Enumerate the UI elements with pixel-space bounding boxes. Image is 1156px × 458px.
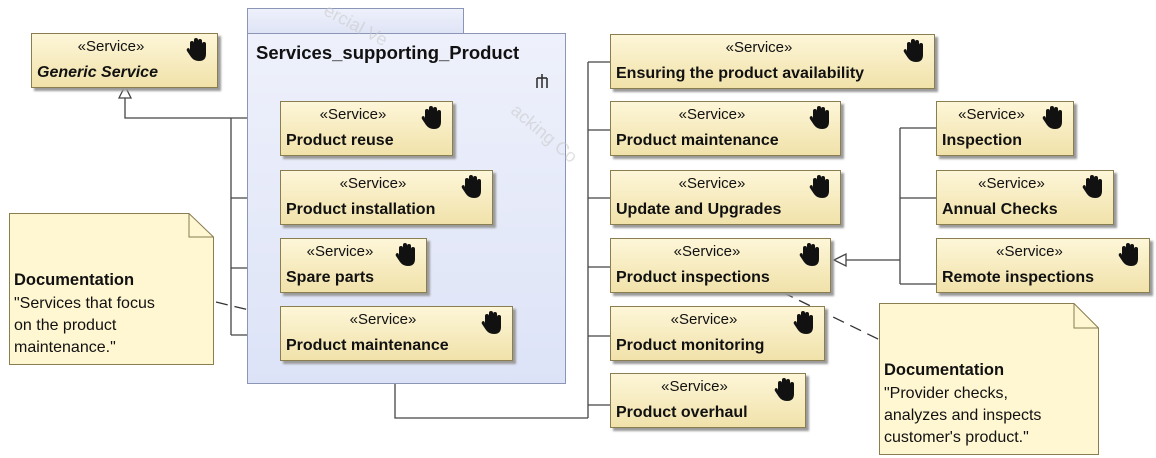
service-ensuring-availability[interactable]: «Service» Ensuring the product availabil… [610, 34, 935, 89]
service-product-maintenance-pkg[interactable]: «Service» Product maintenance [280, 306, 513, 361]
service-name: Inspection [942, 132, 1023, 149]
note-line: customer's product." [884, 429, 1029, 446]
service-stereotype: «Service» [996, 243, 1063, 260]
note-anchor-left [215, 301, 283, 319]
service-stereotype: «Service» [678, 106, 746, 123]
hand-icon [903, 39, 923, 62]
hand-icon [1118, 243, 1138, 266]
service-product-installation[interactable]: «Service» Product installation [280, 170, 493, 225]
generalization-line-generic [124, 86, 231, 119]
note-line: "Provider checks, [884, 385, 1008, 402]
service-name: Update and Upgrades [616, 201, 782, 218]
package-title: Services_supporting_Product [256, 42, 520, 63]
generalization-arrowhead-generic [117, 84, 133, 99]
service-product-inspections[interactable]: «Service» Product inspections [610, 238, 831, 293]
service-name: Remote inspections [942, 269, 1095, 286]
note-heading: Documentation [14, 271, 135, 289]
service-annual-checks[interactable]: «Service» Annual Checks [936, 170, 1114, 225]
hand-icon [774, 378, 794, 401]
hand-icon [1082, 175, 1102, 198]
service-remote-inspections[interactable]: «Service» Remote inspections [936, 238, 1150, 293]
service-name: Product overhaul [616, 404, 748, 421]
service-stereotype: «Service» [725, 39, 793, 56]
hand-icon [421, 106, 441, 129]
service-name: Product installation [286, 201, 436, 218]
service-stereotype: «Service» [319, 106, 387, 123]
note-shape [9, 213, 214, 365]
service-update-upgrades[interactable]: «Service» Update and Upgrades [610, 170, 841, 225]
service-stereotype: «Service» [958, 106, 1025, 123]
service-name: Product reuse [286, 132, 394, 149]
service-name: Product monitoring [616, 337, 765, 354]
service-product-monitoring[interactable]: «Service» Product monitoring [610, 306, 825, 361]
documentation-note-right[interactable]: Documentation "Provider checks, analyzes… [879, 303, 1099, 455]
service-product-maintenance[interactable]: «Service» Product maintenance [610, 101, 841, 156]
service-stereotype: «Service» [678, 175, 746, 192]
hand-icon [186, 38, 206, 61]
hand-icon [809, 106, 829, 129]
service-name: Annual Checks [942, 201, 1058, 218]
service-stereotype: «Service» [661, 378, 728, 395]
service-product-reuse[interactable]: «Service» Product reuse [280, 101, 453, 156]
documentation-note-left[interactable]: Documentation "Services that focus on th… [9, 213, 214, 365]
service-stereotype: «Service» [673, 243, 741, 260]
note-line: analyzes and inspects [884, 407, 1042, 424]
service-generic[interactable]: «Service» Generic Service [31, 33, 218, 88]
service-stereotype: «Service» [306, 243, 374, 260]
note-heading: Documentation [884, 361, 1005, 379]
hand-icon [395, 243, 415, 266]
service-name: Product maintenance [286, 337, 449, 354]
generalization-arrowhead-inspections [832, 252, 847, 268]
service-stereotype: «Service» [978, 175, 1045, 192]
note-line: "Services that focus [14, 295, 155, 312]
service-name: Product inspections [616, 269, 770, 286]
package-tab [247, 8, 464, 34]
hand-icon [809, 175, 829, 198]
service-name: Ensuring the product availability [616, 65, 865, 82]
hand-icon [793, 311, 813, 334]
service-name: Spare parts [286, 269, 375, 286]
hand-icon [1042, 106, 1062, 129]
service-inspection[interactable]: «Service» Inspection [936, 101, 1074, 156]
note-line: maintenance." [14, 339, 116, 356]
package-structure-icon [536, 74, 548, 88]
hand-icon [481, 311, 501, 334]
service-spare-parts[interactable]: «Service» Spare parts [280, 238, 427, 293]
service-name: Generic Service [37, 64, 158, 81]
service-name: Product maintenance [616, 132, 779, 149]
service-stereotype: «Service» [349, 311, 417, 328]
note-line: on the product [14, 317, 117, 334]
hand-icon [799, 243, 819, 266]
service-stereotype: «Service» [339, 175, 407, 192]
hand-icon [461, 175, 481, 198]
service-stereotype: «Service» [670, 311, 738, 328]
note-shape [879, 303, 1099, 455]
service-product-overhaul[interactable]: «Service» Product overhaul [610, 373, 806, 428]
service-stereotype: «Service» [77, 38, 145, 55]
